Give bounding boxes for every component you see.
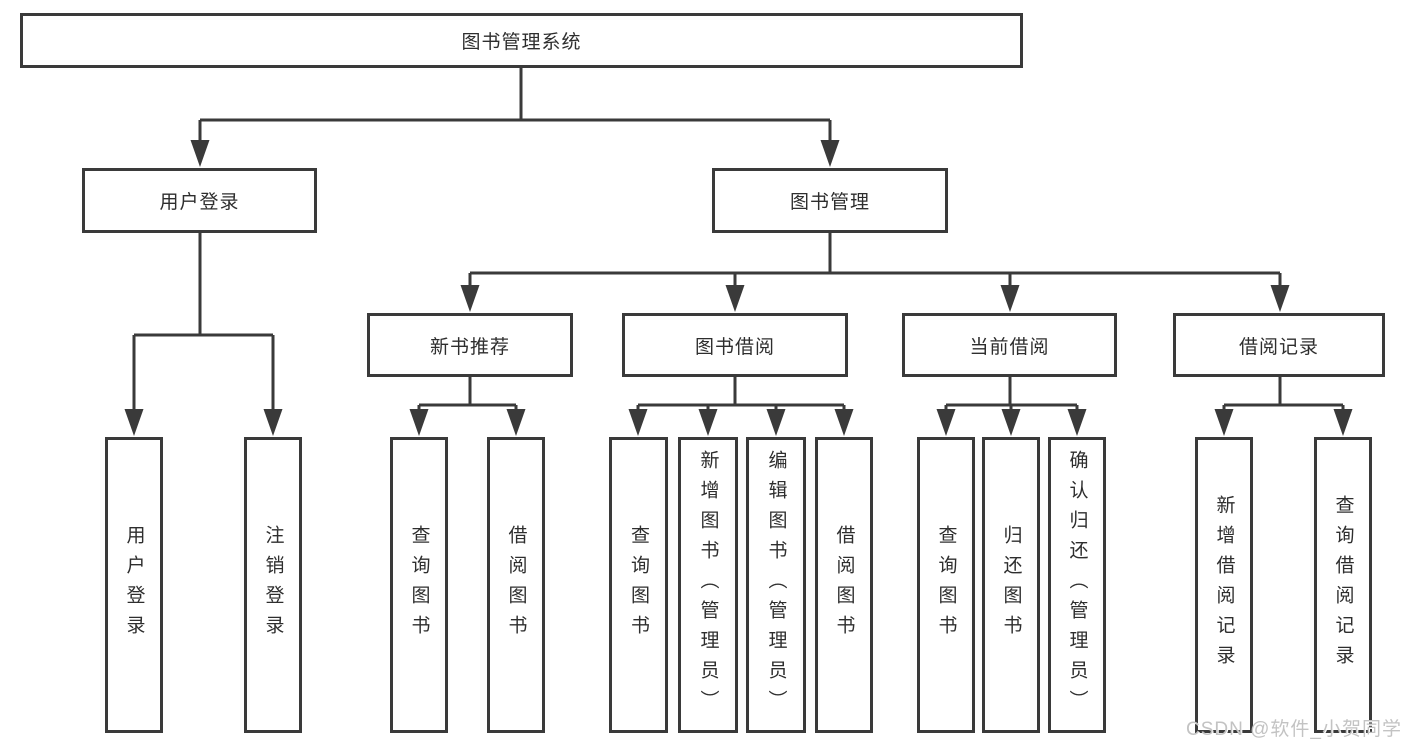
leaf-user-login: 用户登录 [105,437,163,733]
leaf-label: 借阅图书 [833,525,855,645]
node-borrow-records: 借阅记录 [1173,313,1385,377]
leaf-query-books-3: 查询图书 [917,437,975,733]
leaf-label: 确认归还（管理员） [1066,450,1088,720]
leaf-add-borrow-record: 新增借阅记录 [1195,437,1253,733]
leaf-borrow-books-1: 借阅图书 [487,437,545,733]
leaf-add-books-admin: 新增图书（管理员） [678,437,738,733]
node-new-book-recommend: 新书推荐 [367,313,573,377]
leaf-query-borrow-record: 查询借阅记录 [1314,437,1372,733]
csdn-watermark: CSDN @软件_小贺同学 [1186,719,1402,740]
node-label: 图书管理系统 [461,32,582,53]
leaf-label: 查询图书 [408,525,430,645]
leaf-borrow-books-2: 借阅图书 [815,437,873,733]
node-label: 当前借阅 [969,336,1050,358]
node-user-login: 用户登录 [82,168,317,233]
leaf-edit-books-admin: 编辑图书（管理员） [746,437,806,733]
leaf-label: 新增借阅记录 [1213,495,1235,675]
node-root-system: 图书管理系统 [20,13,1023,68]
leaf-query-books-2: 查询图书 [609,437,668,733]
leaf-label: 查询图书 [935,525,957,645]
arrowheads [124,140,1353,436]
leaf-return-books: 归还图书 [982,437,1040,733]
leaf-confirm-return-admin: 确认归还（管理员） [1048,437,1106,733]
leaf-label: 用户登录 [123,525,145,645]
leaf-label: 新增图书（管理员） [697,450,719,720]
leaf-label: 编辑图书（管理员） [765,450,787,720]
leaf-logout: 注销登录 [244,437,302,733]
node-label: 借阅记录 [1238,336,1319,358]
node-current-borrowing: 当前借阅 [902,313,1117,377]
node-book-borrowing: 图书借阅 [622,313,848,377]
node-label: 图书管理 [789,192,870,213]
leaf-label: 注销登录 [262,525,284,645]
leaf-label: 查询图书 [628,525,649,645]
node-book-management: 图书管理 [712,168,948,233]
node-label: 图书借阅 [694,336,775,358]
leaf-label: 归还图书 [1000,525,1022,645]
leaf-label: 借阅图书 [505,525,527,645]
leaf-label: 查询借阅记录 [1332,495,1354,675]
node-label: 用户登录 [159,192,240,213]
node-label: 新书推荐 [429,336,510,358]
leaf-query-books-1: 查询图书 [390,437,448,733]
